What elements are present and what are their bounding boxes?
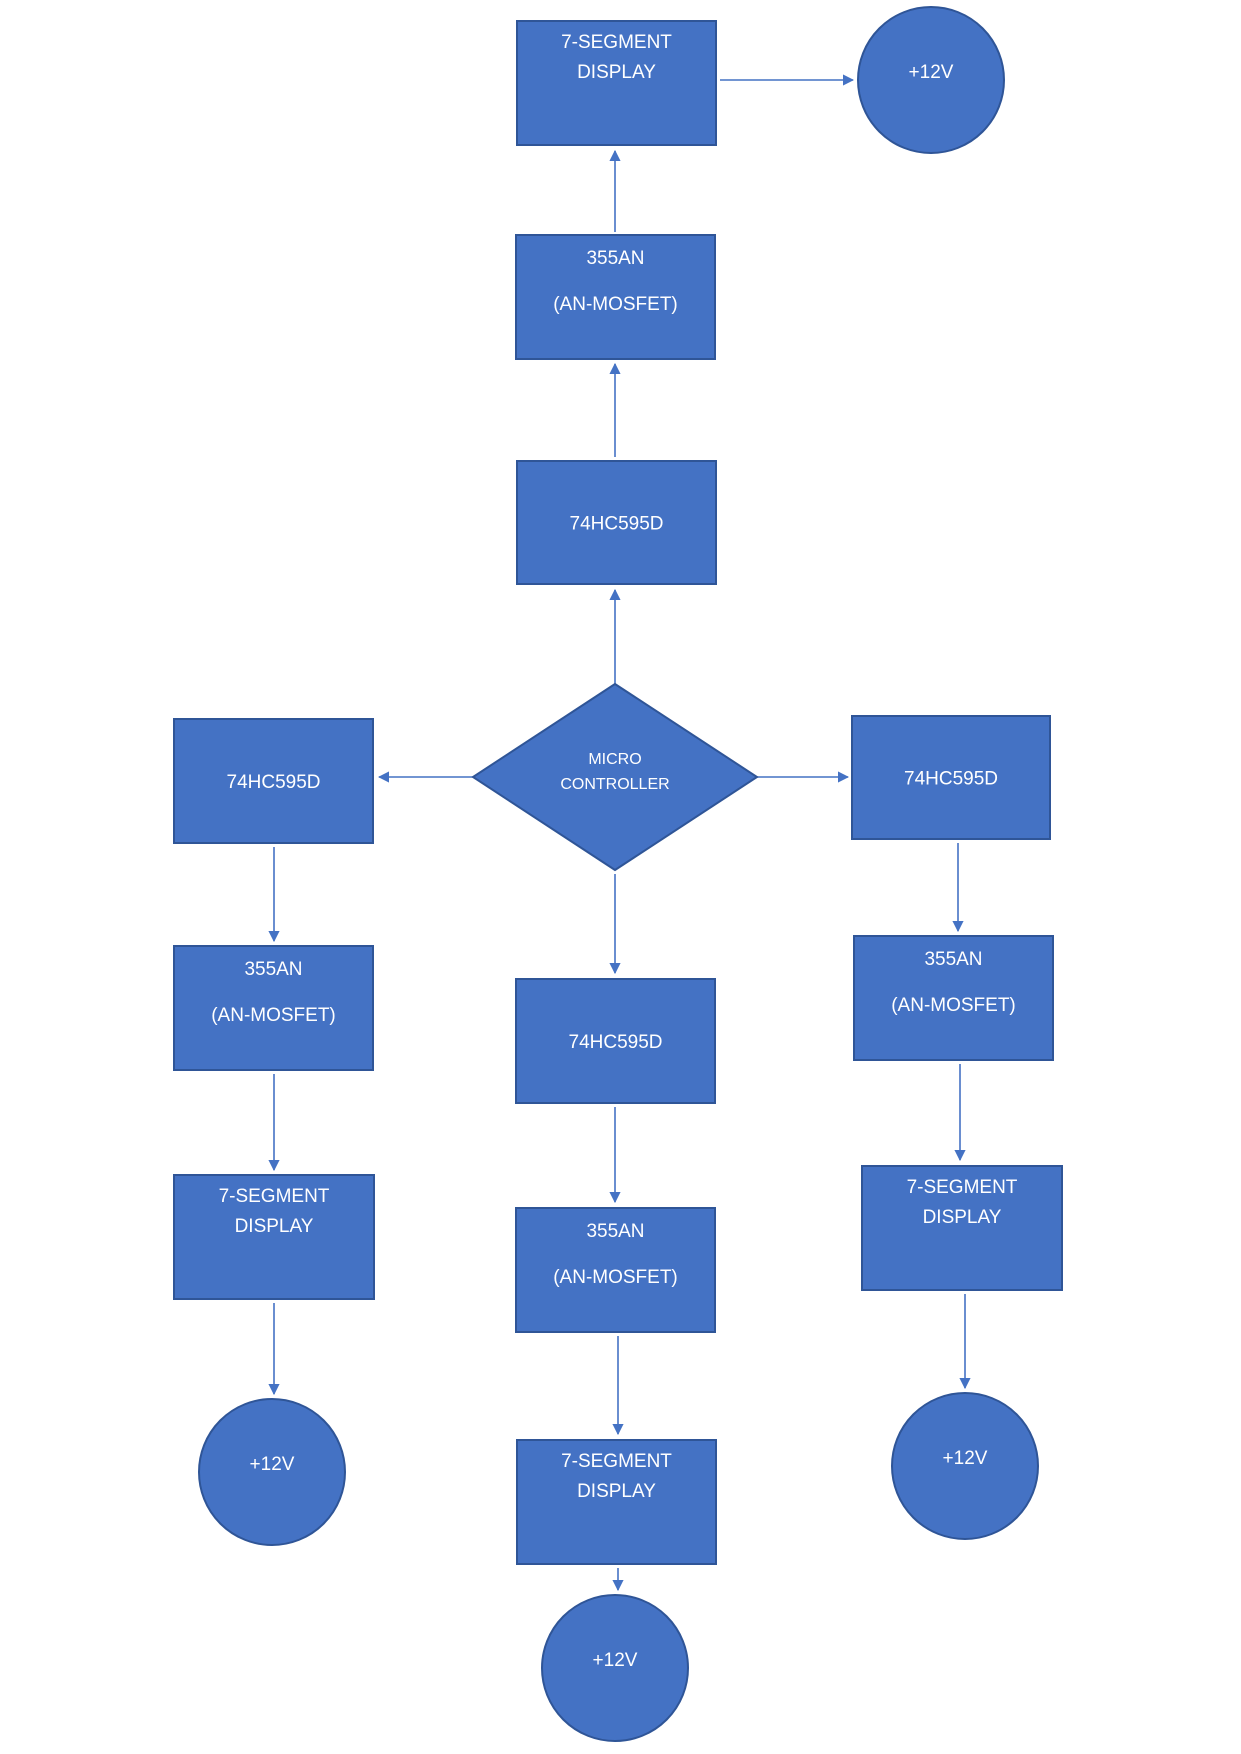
node-micro: MICRO CONTROLLER [471, 682, 759, 872]
mid-display-label-line-1: 7-SEGMENT [561, 1451, 672, 1472]
nodes-layer: 7-SEGMENT DISPLAY +12V 355AN (AN-MOSFET) 74HC… [173, 6, 1063, 1742]
left-display-shape [173, 1174, 375, 1300]
node-mid-display: 7-SEGMENT DISPLAY [516, 1439, 717, 1565]
node-left-display: 7-SEGMENT DISPLAY [173, 1174, 375, 1300]
top-display-shape [516, 20, 717, 146]
top-power-label-line-1: +12V [909, 62, 954, 83]
micro-shape [471, 682, 759, 872]
node-right-mosfet: 355AN (AN-MOSFET) [853, 935, 1054, 1061]
node-right-shift: 74HC595D [851, 715, 1051, 840]
left-shift-shape [173, 718, 374, 844]
right-mosfet-shape [853, 935, 1054, 1061]
node-left-mosfet: 355AN (AN-MOSFET) [173, 945, 374, 1071]
node-top-shift: 74HC595D [516, 460, 717, 585]
top-display-label-line-2: DISPLAY [577, 62, 656, 83]
mid-power-shape [541, 1594, 689, 1742]
right-shift-label-line-1: 74HC595D [904, 769, 998, 790]
top-shift-shape [516, 460, 717, 585]
right-power-shape [891, 1392, 1039, 1540]
right-shift-shape [851, 715, 1051, 840]
mid-power-label-line-1: +12V [593, 1650, 638, 1671]
right-display-label-line-2: DISPLAY [923, 1207, 1002, 1228]
left-power-shape [198, 1398, 346, 1546]
mid-display-label-line-2: DISPLAY [577, 1481, 656, 1502]
top-mosfet-shape [515, 234, 716, 360]
right-display-shape [861, 1165, 1063, 1291]
edges-layer [268, 74, 971, 1592]
node-right-display: 7-SEGMENT DISPLAY [861, 1165, 1063, 1291]
right-mosfet-label-line-2: (AN-MOSFET) [891, 995, 1016, 1016]
top-mosfet-label-line-1: 355AN [586, 248, 644, 269]
right-power-label-line-1: +12V [943, 1448, 988, 1469]
node-top-display: 7-SEGMENT DISPLAY [516, 20, 717, 146]
left-mosfet-label-line-2: (AN-MOSFET) [211, 1005, 336, 1026]
mid-shift-shape [515, 978, 716, 1104]
node-mid-mosfet: 355AN (AN-MOSFET) [515, 1207, 716, 1333]
mid-mosfet-label-line-2: (AN-MOSFET) [553, 1267, 678, 1288]
node-mid-power: +12V [541, 1594, 689, 1742]
node-left-shift: 74HC595D [173, 718, 374, 844]
node-top-power: +12V [857, 6, 1005, 154]
left-mosfet-label-line-1: 355AN [244, 959, 302, 980]
node-left-power: +12V [198, 1398, 346, 1546]
left-display-label-line-2: DISPLAY [235, 1216, 314, 1237]
left-display-label-line-1: 7-SEGMENT [219, 1186, 330, 1207]
right-display-label-line-1: 7-SEGMENT [907, 1177, 1018, 1198]
mid-mosfet-shape [515, 1207, 716, 1333]
top-power-shape [857, 6, 1005, 154]
top-shift-label-line-1: 74HC595D [570, 514, 664, 535]
mid-display-shape [516, 1439, 717, 1565]
node-mid-shift: 74HC595D [515, 978, 716, 1104]
top-mosfet-label-line-2: (AN-MOSFET) [553, 294, 678, 315]
micro-label-line-1: MICRO [588, 751, 641, 768]
node-right-power: +12V [891, 1392, 1039, 1540]
micro-label-line-2: CONTROLLER [560, 776, 669, 793]
mid-shift-label-line-1: 74HC595D [569, 1032, 663, 1053]
right-mosfet-label-line-1: 355AN [924, 949, 982, 970]
left-shift-label-line-1: 74HC595D [227, 772, 321, 793]
left-power-label-line-1: +12V [250, 1454, 295, 1475]
top-display-label-line-1: 7-SEGMENT [561, 32, 672, 53]
node-top-mosfet: 355AN (AN-MOSFET) [515, 234, 716, 360]
left-mosfet-shape [173, 945, 374, 1071]
mid-mosfet-label-line-1: 355AN [586, 1221, 644, 1242]
